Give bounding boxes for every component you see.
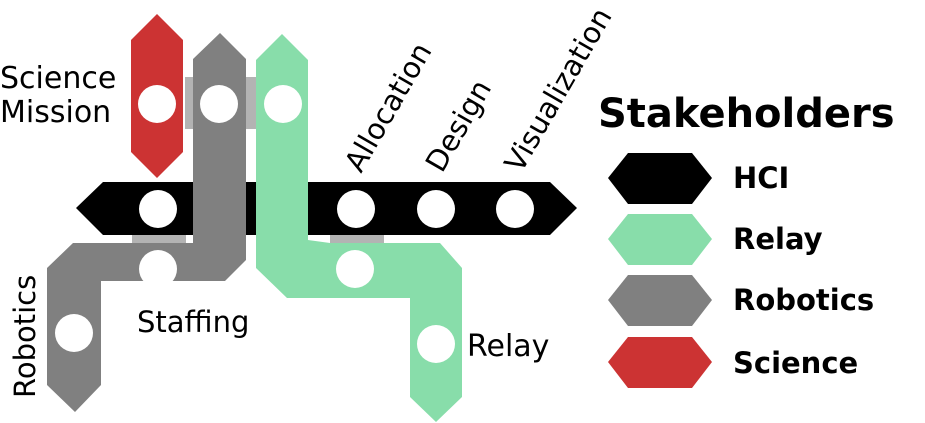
legend-label-hci: HCI	[733, 161, 789, 195]
legend: Stakeholders HCI Relay Robotics Science	[598, 91, 895, 388]
legend-label-relay: Relay	[733, 222, 823, 256]
robotics-line	[47, 33, 246, 412]
station-relay	[417, 325, 455, 363]
legend-title: Stakeholders	[598, 91, 895, 137]
station-robotics-top	[200, 85, 238, 123]
legend-swatch-relay	[608, 214, 712, 265]
station-robotics	[55, 314, 93, 352]
station-allocation	[337, 190, 375, 228]
relay-line	[256, 34, 462, 422]
label-staffing: Staffing	[137, 305, 249, 339]
station-hci-relay	[336, 250, 374, 288]
label-robotics: Robotics	[8, 275, 42, 398]
station-design	[417, 190, 455, 228]
label-visualization: Visualization	[498, 2, 619, 178]
label-science-mission-line1: Science	[0, 61, 116, 96]
label-design: Design	[419, 74, 499, 178]
station-relay-top	[264, 85, 302, 123]
label-science-mission-line2: Mission	[0, 95, 111, 130]
legend-label-robotics: Robotics	[733, 283, 874, 317]
legend-swatch-hci	[608, 153, 712, 204]
station-science-mission	[138, 85, 176, 123]
legend-label-science: Science	[733, 346, 858, 380]
label-relay: Relay	[467, 329, 549, 364]
station-hci-1	[139, 190, 177, 228]
legend-swatch-science	[608, 337, 712, 388]
station-staffing	[139, 250, 177, 288]
legend-swatch-robotics	[608, 275, 712, 326]
station-visualization	[496, 190, 534, 228]
stations	[55, 85, 534, 363]
